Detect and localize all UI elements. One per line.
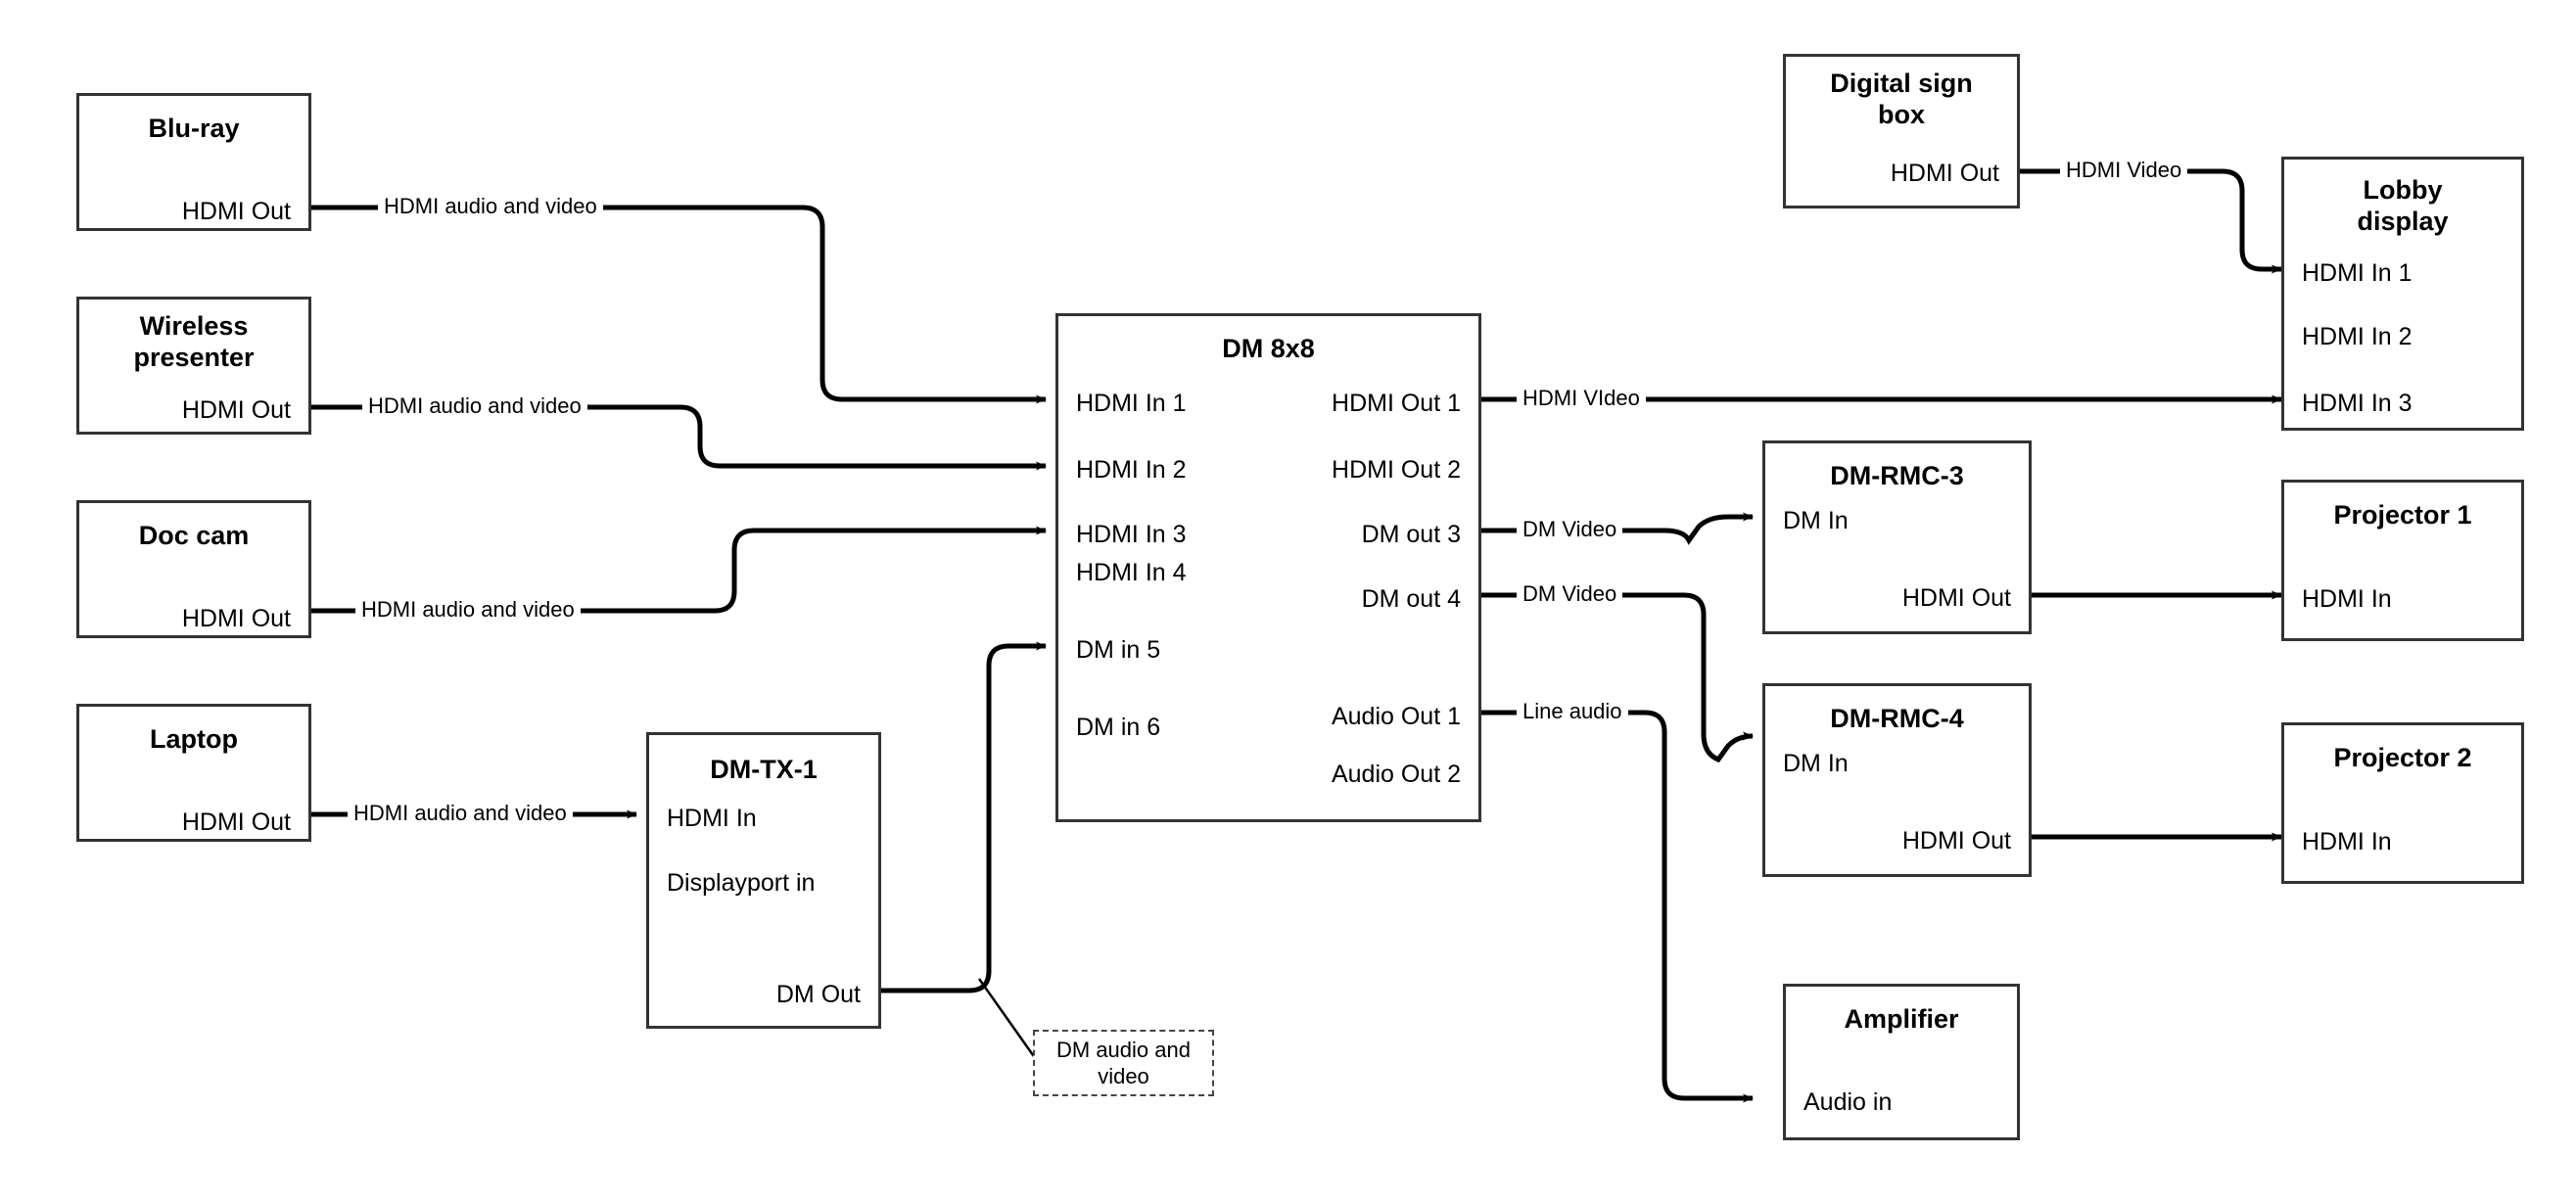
- node-dm-8x8-output-audio-out-2: Audio Out 2: [1331, 761, 1461, 788]
- node-amplifier-port-audio-in: Audio in: [1803, 1088, 1893, 1116]
- node-dm-8x8-output-hdmi-out-2: HDMI Out 2: [1332, 456, 1461, 484]
- node-doc-cam[interactable]: Doc cam HDMI Out: [76, 500, 311, 638]
- node-bluray-title: Blu-ray: [148, 114, 240, 143]
- node-dm-8x8-input-hdmi-in-2: HDMI In 2: [1076, 456, 1187, 484]
- node-dm-8x8-output-hdmi-out-1: HDMI Out 1: [1332, 390, 1461, 417]
- node-dm-rmc-4[interactable]: DM-RMC-4 DM In HDMI Out: [1762, 683, 2032, 877]
- node-dm-rmc-3-port-dm-in: DM In: [1783, 507, 1849, 534]
- edge-label-wireless-to-dm: HDMI audio and video: [362, 393, 587, 419]
- wire-signbox-to-lobby-hdmi-in-1: [2020, 168, 2282, 274]
- node-dm-tx-1-port-displayport-in: Displayport in: [667, 869, 816, 897]
- node-projector-1-title: Projector 1: [2333, 500, 2472, 530]
- node-dm-8x8-input-hdmi-in-4: HDMI In 4: [1076, 559, 1187, 586]
- edge-label-signbox-to-lobby: HDMI Video: [2060, 158, 2188, 183]
- wire-dmtx1-to-dm-in-5: [881, 641, 1047, 993]
- node-laptop-port-hdmi-out: HDMI Out: [181, 808, 291, 836]
- node-dm-8x8-input-dm-in-5: DM in 5: [1076, 636, 1161, 664]
- node-wireless-presenter[interactable]: Wireless presenter HDMI Out: [76, 297, 311, 435]
- node-laptop[interactable]: Laptop HDMI Out: [76, 704, 311, 842]
- node-dm-tx-1-title: DM-TX-1: [710, 755, 818, 784]
- node-digital-sign-box-title-line1: Digital sign: [1830, 69, 1973, 98]
- node-amplifier-title: Amplifier: [1844, 1004, 1959, 1034]
- node-dm-8x8-input-hdmi-in-1: HDMI In 1: [1076, 390, 1187, 417]
- node-lobby-display[interactable]: Lobby display HDMI In 1 HDMI In 2 HDMI I…: [2281, 157, 2524, 431]
- node-dm-rmc-4-title: DM-RMC-4: [1830, 704, 1964, 733]
- node-dm-tx-1-port-hdmi-in: HDMI In: [667, 805, 757, 832]
- edge-label-hdmi-out-1-to-lobby: HDMI VIdeo: [1517, 386, 1646, 411]
- node-doc-cam-title: Doc cam: [138, 521, 250, 550]
- edge-label-doccam-to-dm: HDMI audio and video: [355, 597, 581, 623]
- node-dm-rmc-3-port-hdmi-out: HDMI Out: [1901, 584, 2011, 612]
- node-bluray[interactable]: Blu-ray HDMI Out: [76, 93, 311, 231]
- wire-audio-out-1-to-amplifier: [1481, 710, 1754, 1103]
- node-dm-rmc-3-title: DM-RMC-3: [1830, 461, 1964, 490]
- node-dm-8x8-input-hdmi-in-3: HDMI In 3: [1076, 521, 1187, 548]
- node-projector-1[interactable]: Projector 1 HDMI In: [2281, 480, 2524, 641]
- wire-bluray-to-dm-hdmi-in-1: [311, 205, 1047, 404]
- node-digital-sign-box-title-line2: box: [1877, 100, 1925, 129]
- edge-label-dm-out-3-to-rmc3: DM Video: [1517, 517, 1623, 542]
- node-dm-8x8-output-audio-out-1: Audio Out 1: [1331, 703, 1461, 730]
- node-dm-rmc-4-port-dm-in: DM In: [1783, 750, 1849, 777]
- node-wireless-presenter-title-line2: presenter: [133, 343, 255, 372]
- edge-label-audio-out-1-to-amplifier: Line audio: [1517, 699, 1628, 724]
- node-laptop-title: Laptop: [150, 724, 238, 754]
- node-amplifier[interactable]: Amplifier Audio in: [1783, 984, 2020, 1140]
- node-dm-8x8-output-dm-out-4: DM out 4: [1361, 585, 1461, 613]
- node-dm-8x8[interactable]: DM 8x8 HDMI In 1 HDMI In 2 HDMI In 3 HDM…: [1055, 313, 1481, 822]
- node-dm-tx-1[interactable]: DM-TX-1 HDMI In Displayport in DM Out: [646, 732, 881, 1029]
- node-dm-tx-1-port-dm-out: DM Out: [775, 981, 861, 1008]
- node-lobby-display-title-line2: display: [2357, 207, 2449, 236]
- edge-label-laptop-to-dmtx1: HDMI audio and video: [348, 801, 573, 826]
- node-lobby-display-input-hdmi-in-2: HDMI In 2: [2302, 323, 2412, 350]
- node-projector-2-port-hdmi-in: HDMI In: [2302, 828, 2392, 855]
- node-lobby-display-input-hdmi-in-1: HDMI In 1: [2302, 259, 2412, 287]
- node-bluray-port-hdmi-out: HDMI Out: [181, 198, 291, 225]
- node-dm-8x8-input-dm-in-6: DM in 6: [1076, 714, 1161, 741]
- node-wireless-presenter-title-line1: Wireless: [139, 311, 249, 341]
- node-projector-2-title: Projector 2: [2333, 743, 2472, 772]
- node-doc-cam-port-hdmi-out: HDMI Out: [181, 605, 291, 632]
- leader-line-dm-audio-video-note: [977, 978, 1040, 1063]
- edge-label-dm-out-4-to-rmc4: DM Video: [1517, 581, 1623, 607]
- node-digital-sign-box[interactable]: Digital sign box HDMI Out: [1783, 54, 2020, 208]
- node-projector-2[interactable]: Projector 2 HDMI In: [2281, 722, 2524, 884]
- wire-dm-out-4-to-rmc4-dm-in: [1481, 592, 1754, 763]
- node-digital-sign-box-port-hdmi-out: HDMI Out: [1890, 160, 1999, 187]
- node-wireless-presenter-port-hdmi-out: HDMI Out: [181, 396, 291, 424]
- node-lobby-display-input-hdmi-in-3: HDMI In 3: [2302, 390, 2412, 417]
- node-dm-8x8-output-dm-out-3: DM out 3: [1361, 521, 1461, 548]
- node-dm-rmc-4-port-hdmi-out: HDMI Out: [1901, 827, 2011, 855]
- node-dm-8x8-title: DM 8x8: [1222, 334, 1315, 363]
- edge-label-bluray-to-dm: HDMI audio and video: [378, 194, 603, 219]
- node-projector-1-port-hdmi-in: HDMI In: [2302, 585, 2392, 613]
- node-dm-rmc-3[interactable]: DM-RMC-3 DM In HDMI Out: [1762, 440, 2032, 634]
- node-lobby-display-title-line1: Lobby: [2363, 175, 2443, 205]
- note-dm-audio-and-video: DM audio and video: [1033, 1030, 1214, 1096]
